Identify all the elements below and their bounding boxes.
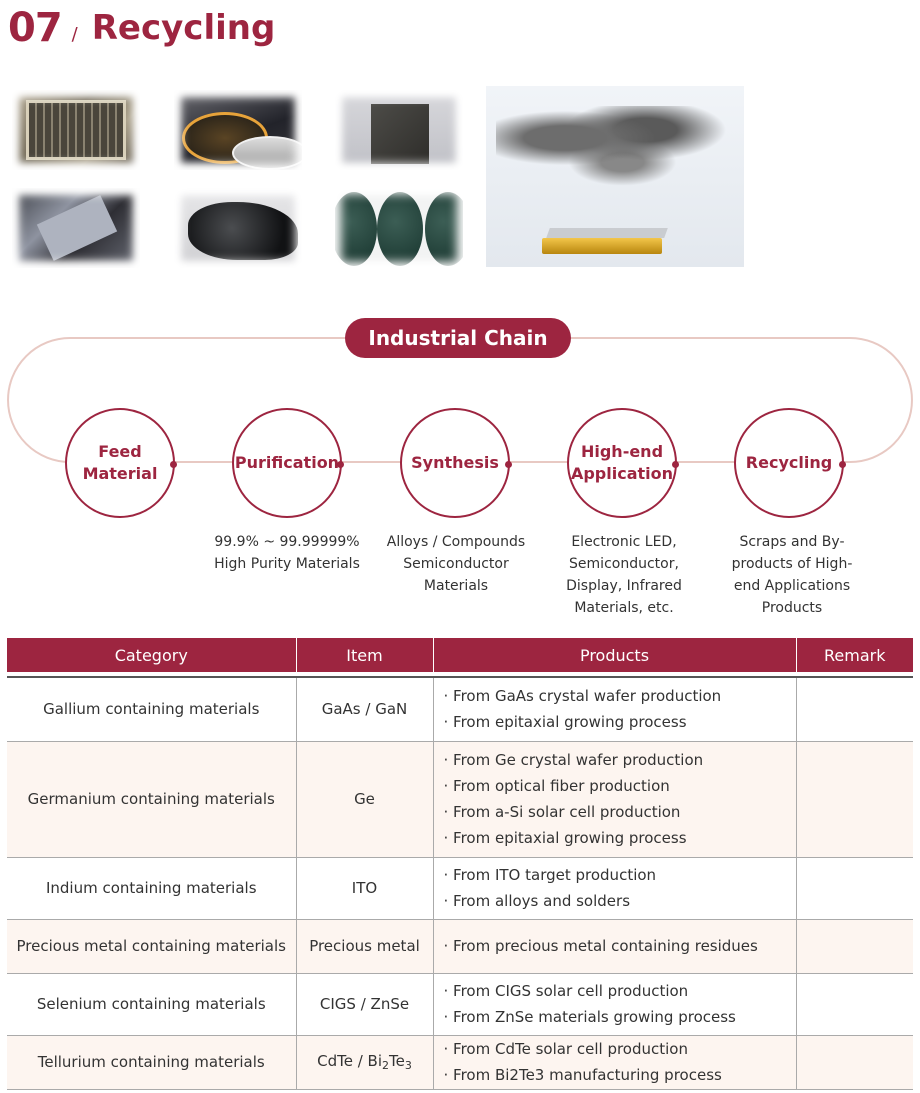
cell-category: Tellurium containing materials	[7, 1035, 296, 1090]
table-row: Indium containing materials ITO · From I…	[7, 857, 913, 920]
desc-line: Scraps and By-	[739, 534, 845, 550]
stage-description-recycling: Scraps and By- products of High- end App…	[712, 531, 872, 619]
product-line: · From Bi2Te3 manufacturing process	[443, 1066, 722, 1084]
cell-remark	[795, 741, 913, 858]
product-line: · From precious metal containing residue…	[443, 937, 758, 955]
industrial-chain-title: Industrial Chain	[345, 318, 571, 358]
stage-label-line2: Application	[570, 464, 674, 483]
product-line: · From GaAs crystal wafer production	[443, 687, 722, 706]
item-text: CdTe / Bi	[317, 1052, 383, 1070]
header-category: Category	[7, 638, 296, 672]
cell-products: · From GaAs crystal wafer production · F…	[432, 676, 796, 742]
cell-products: · From precious metal containing residue…	[432, 919, 796, 974]
product-line: · From Ge crystal wafer production	[443, 751, 704, 769]
desc-line: Products	[761, 600, 823, 616]
photo-recycling-gold-bar	[486, 86, 744, 267]
item-subscript: 3	[404, 1059, 412, 1072]
desc-line: Display, Infrared	[566, 578, 682, 594]
stage-description-purification: 99.9% ~ 99.99999% High Purity Materials	[207, 531, 367, 575]
product-line: · From epitaxial growing process	[443, 829, 687, 847]
chain-stage-recycling: Recycling	[734, 408, 846, 518]
header-products: Products	[432, 638, 796, 672]
product-line: · From CdTe solar cell production	[443, 1040, 688, 1058]
cell-remark	[795, 973, 913, 1036]
cell-item: GaAs / GaN	[295, 676, 433, 742]
desc-line: Semiconductor	[403, 556, 509, 572]
stage-label-line1: Synthesis	[411, 453, 499, 472]
chain-stage-synthesis: Synthesis	[400, 408, 512, 518]
desc-line: products of High-	[731, 556, 853, 572]
desc-line: Materials	[423, 578, 489, 594]
cell-item: Ge	[295, 741, 433, 858]
photo-metal-scrap	[12, 188, 140, 268]
section-header: 07 / Recycling	[8, 4, 275, 52]
photo-black-powder	[174, 188, 302, 268]
cell-remark	[795, 857, 913, 920]
desc-line: end Applications	[733, 578, 851, 594]
section-slash: /	[71, 24, 78, 45]
table-row: Selenium containing materials CIGS / ZnS…	[7, 973, 913, 1036]
cell-category: Germanium containing materials	[7, 741, 296, 858]
table-row: Precious metal containing materials Prec…	[7, 919, 913, 974]
stage-description-high-end-application: Electronic LED, Semiconductor, Display, …	[544, 531, 704, 619]
photo-target-plate	[335, 90, 463, 170]
desc-line: Semiconductor,	[569, 556, 679, 572]
product-line: · From a-Si solar cell production	[443, 803, 681, 821]
cell-remark	[795, 676, 913, 742]
product-line: · From alloys and solders	[443, 892, 631, 910]
product-line: · From ZnSe materials growing process	[443, 1008, 736, 1026]
cell-products: · From CdTe solar cell production · From…	[432, 1035, 796, 1090]
section-number: 07	[8, 5, 63, 51]
header-remark: Remark	[795, 638, 913, 672]
chain-dot-icon	[170, 461, 177, 468]
cell-remark	[795, 919, 913, 974]
photo-optical-lenses	[174, 90, 302, 170]
chain-dot-icon	[505, 461, 512, 468]
desc-line: Alloys / Compounds	[386, 534, 526, 550]
table-row: Tellurium containing materials CdTe / Bi…	[7, 1035, 913, 1090]
header-item: Item	[295, 638, 433, 672]
product-line: · From optical fiber production	[443, 777, 670, 795]
chain-dot-icon	[839, 461, 846, 468]
stage-description-synthesis: Alloys / Compounds Semiconductor Materia…	[376, 531, 536, 597]
cell-products: · From Ge crystal wafer production · Fro…	[432, 741, 796, 858]
table-row: Gallium containing materials GaAs / GaN …	[7, 676, 913, 742]
chain-dot-icon	[672, 461, 679, 468]
stage-label-line1: Recycling	[745, 453, 833, 472]
desc-line: 99.9% ~ 99.99999%	[214, 534, 360, 550]
photo-wafer-grid	[12, 90, 140, 170]
desc-line: Materials, etc.	[574, 600, 674, 616]
cell-category: Indium containing materials	[7, 857, 296, 920]
chain-stage-purification: Purification	[232, 408, 344, 518]
cell-remark	[795, 1035, 913, 1090]
stage-label-line1: High-end	[580, 442, 664, 461]
cell-item: ITO	[295, 857, 433, 920]
stage-label-line1: Feed	[98, 442, 142, 461]
product-line: · From ITO target production	[443, 866, 657, 884]
section-title: Recycling	[91, 8, 276, 48]
cell-products: · From ITO target production · From allo…	[432, 857, 796, 920]
cell-category: Selenium containing materials	[7, 973, 296, 1036]
cell-category: Gallium containing materials	[7, 676, 296, 742]
product-line: · From epitaxial growing process	[443, 713, 687, 732]
photo-green-discs	[335, 188, 463, 268]
item-subscript: 2	[382, 1059, 390, 1072]
table-row: Germanium containing materials Ge · From…	[7, 741, 913, 858]
cell-products: · From CIGS solar cell production · From…	[432, 973, 796, 1036]
recycling-table: Category Item Products Remark Gallium co…	[7, 638, 913, 1090]
desc-line: Electronic LED,	[571, 534, 677, 550]
stage-label-line2: Material	[82, 464, 158, 483]
cell-item: CIGS / ZnSe	[295, 973, 433, 1036]
cell-item: Precious metal	[295, 919, 433, 974]
stage-label-line1: Purification	[234, 453, 340, 472]
cell-item: CdTe / Bi2Te3	[295, 1035, 433, 1090]
cell-category: Precious metal containing materials	[7, 919, 296, 974]
desc-line: High Purity Materials	[214, 556, 360, 572]
item-text: Te	[389, 1052, 405, 1070]
chain-dot-icon	[337, 461, 344, 468]
product-line: · From CIGS solar cell production	[443, 982, 689, 1000]
